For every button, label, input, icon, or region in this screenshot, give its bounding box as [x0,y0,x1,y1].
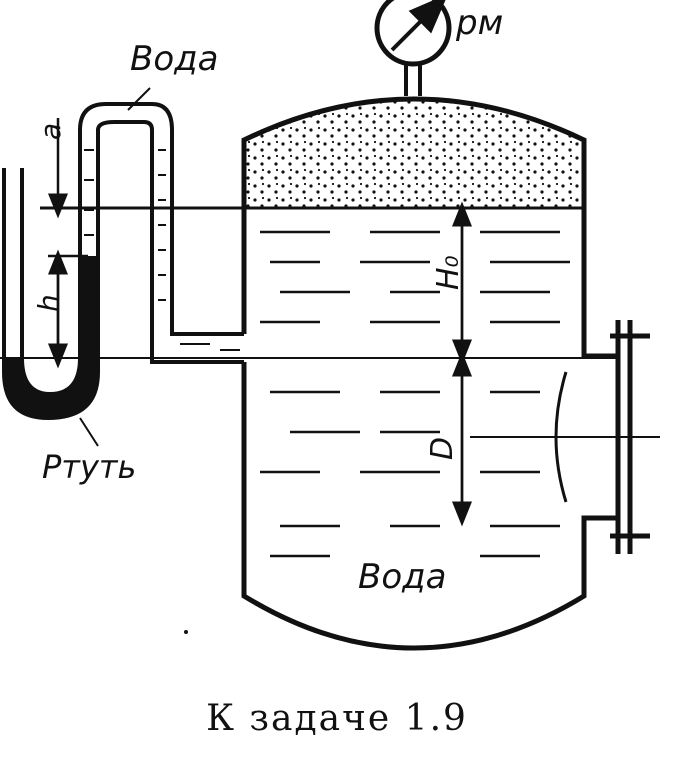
tank-wall-lower [241,362,618,651]
mercury-column [4,256,98,418]
label-dim-a: a [34,123,67,140]
water-hatching [260,230,570,558]
outlet-jet-arc [554,371,568,503]
u-tube-inner [20,168,82,397]
dim-h [48,249,88,369]
label-dim-D: D [425,437,460,460]
label-water-top: Вода [130,39,218,79]
connecting-pipe-inner [96,120,244,364]
tank-wall [241,96,618,359]
pipe-water-hatching [84,149,240,351]
connecting-pipe [78,102,244,336]
label-mercury: Ртуть [42,448,136,486]
leader-mercury [79,417,99,447]
pressure-gauge-icon [374,0,452,96]
label-dim-h: h [32,294,65,312]
label-gauge: pм [455,3,503,43]
label-dim-H0: H₀ [431,255,466,290]
figure-caption: К задаче 1.9 [206,698,468,739]
leader-water-top [127,87,151,111]
print-speck [184,630,188,634]
gas-region [244,99,584,208]
label-water-bottom: Вода [358,557,446,597]
